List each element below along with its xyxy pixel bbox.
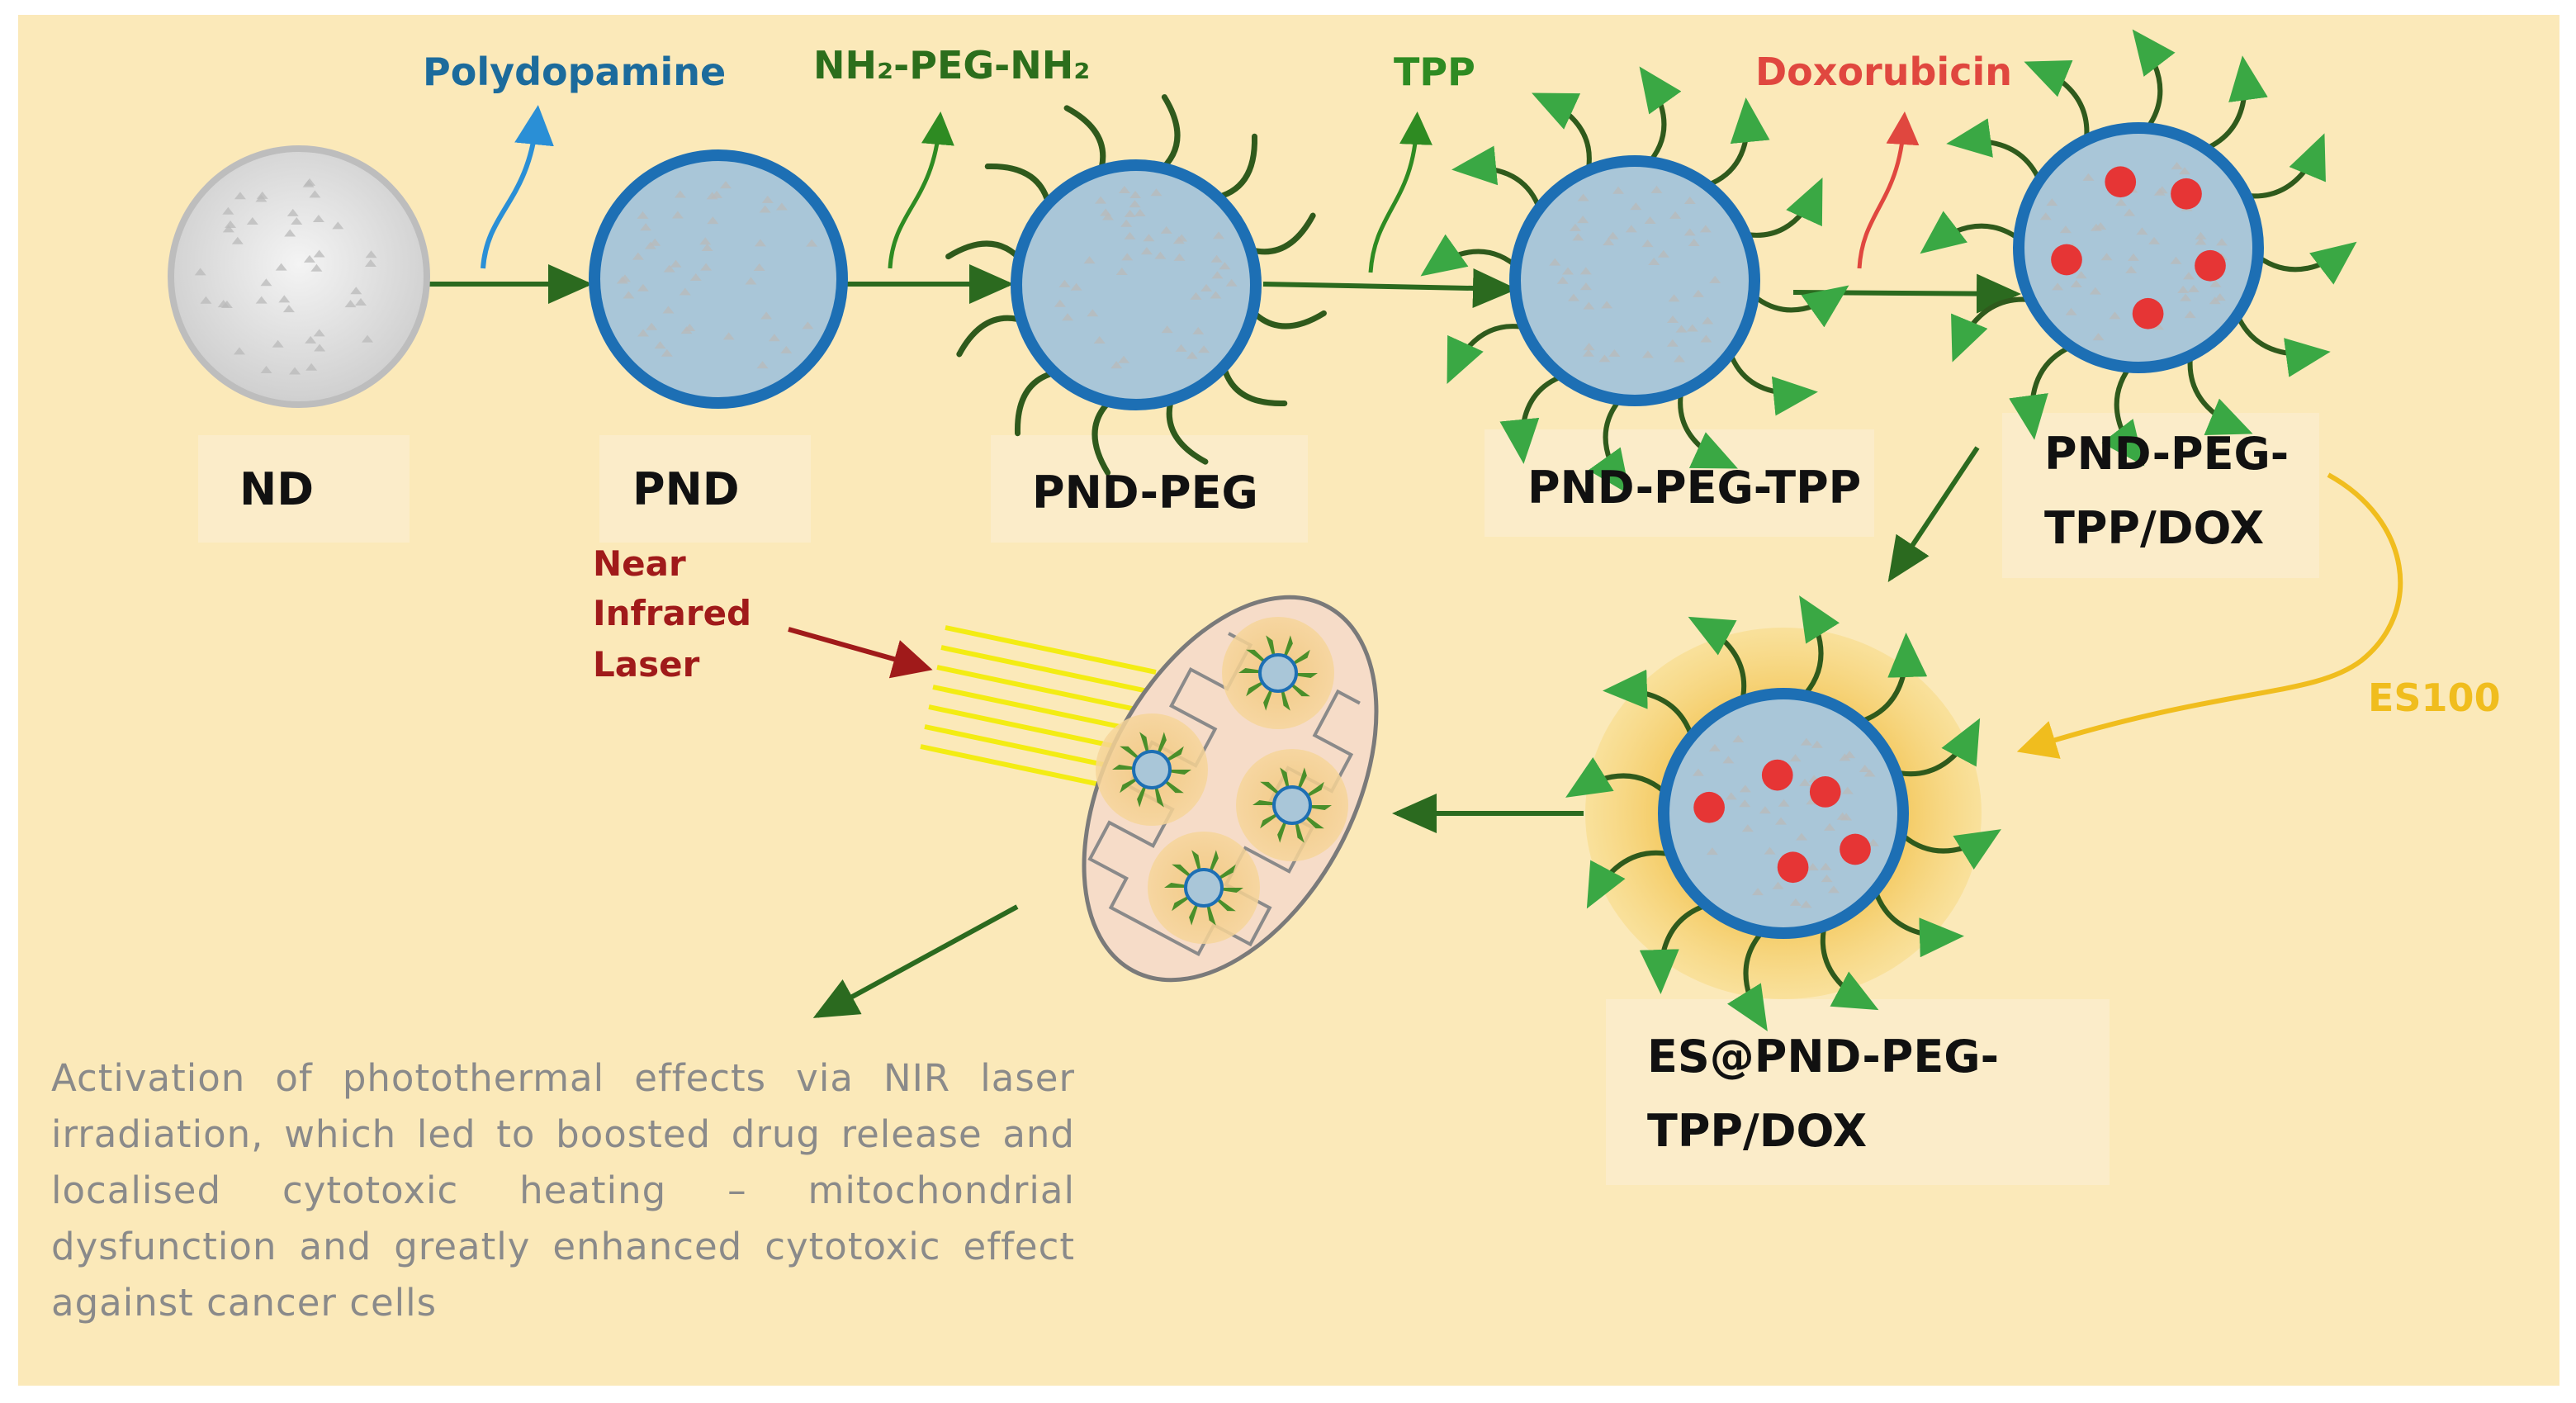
particle-pnd [589, 149, 848, 409]
laser-label-line1: Near [593, 543, 686, 584]
reagent-es100: ES100 [2368, 675, 2501, 720]
reagent-tpp: TPP [1394, 50, 1475, 94]
particle-nd [168, 145, 430, 408]
stage-label-pnd-peg-tpp: PND-PEG-TPP [1527, 462, 1862, 514]
particle-pnd-peg-tpp-dox [1920, 29, 2357, 467]
stage-label-es-line1: ES@PND-PEG- [1647, 1031, 1999, 1083]
arrow-tpp-to-dox [1792, 273, 2021, 314]
label-box-nd [198, 435, 410, 543]
arrow-laser [788, 627, 933, 679]
laser-label-line2: Infrared [593, 593, 752, 633]
arrow-dox-reagent [1857, 111, 1920, 269]
particle-es-coated [1565, 595, 2001, 1031]
particle-pnd-peg [945, 94, 1327, 476]
reagent-polydopamine: Polydopamine [423, 50, 727, 94]
arrow-mito-to-text [812, 904, 1019, 1018]
label-box-pnd-peg [991, 435, 1308, 543]
label-box-pnd-peg-tpp [1485, 429, 1874, 537]
arrow-dox-to-es [1887, 446, 1980, 582]
reagent-peg: NH₂-PEG-NH₂ [813, 43, 1091, 88]
label-box-pnd-peg-tpp-dox [2002, 413, 2319, 578]
label-box-pnd [599, 435, 811, 543]
description-text: Activation of photothermal effects via N… [51, 1056, 1075, 1325]
mitochondrion-nanoparticles [1096, 617, 1348, 944]
arrow-peg-to-tpp [1262, 268, 1518, 309]
arrow-polydopamine [481, 105, 554, 269]
stage-label-pnd: PND [632, 463, 740, 515]
particle-pnd-peg-tpp [1420, 66, 1849, 495]
arrow-peg-reagent [888, 111, 954, 269]
laser-label-line3: Laser [593, 644, 700, 685]
label-box-es [1606, 999, 2110, 1185]
stage-label-nd: ND [239, 463, 315, 515]
arrow-es100 [2016, 472, 2403, 759]
reagent-dox: Doxorubicin [1755, 50, 2012, 94]
stage-label-pnd-peg-tpp-dox-line1: PND-PEG- [2044, 428, 2290, 480]
stage-label-pnd-peg-tpp-dox-line2: TPP/DOX [2044, 502, 2265, 554]
stage-label-pnd-peg: PND-PEG [1032, 467, 1258, 519]
stage-label-es-line2: TPP/DOX [1647, 1105, 1868, 1157]
arrow-tpp-reagent [1368, 111, 1432, 273]
